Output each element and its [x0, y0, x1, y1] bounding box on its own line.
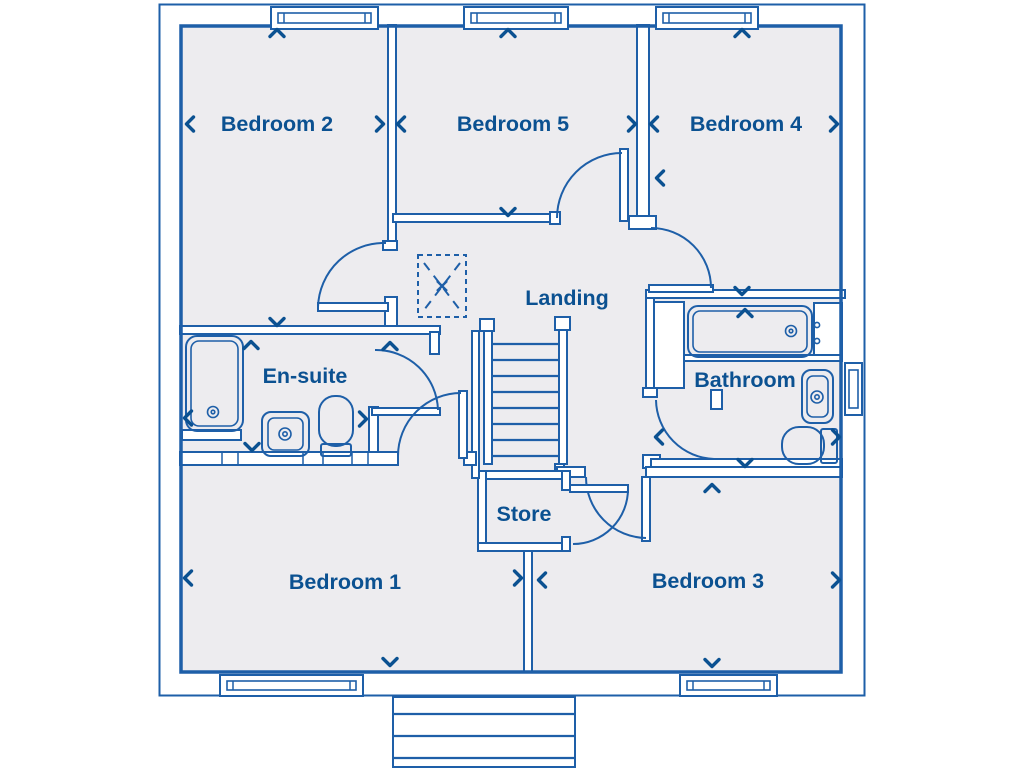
ensuite-sink-icon — [261, 411, 310, 457]
dimension-arrow-right — [830, 571, 842, 589]
room-labels: Bedroom 2 Bedroom 5 Bedroom 4 LandingEn-sui… — [221, 112, 802, 594]
door-bedroom-4 — [648, 227, 714, 293]
window — [655, 6, 759, 30]
floor-area — [181, 26, 841, 672]
porch-steps — [392, 696, 576, 768]
room-label-store: Store — [497, 502, 552, 526]
room-label-bedroom-5: Bedroom 5 — [457, 112, 569, 136]
dimension-arrow-left — [184, 115, 196, 133]
dimension-arrow-right — [374, 115, 386, 133]
dimension-arrow-right — [512, 569, 524, 587]
dimension-arrow-up — [736, 307, 754, 319]
dimension-arrow-down — [703, 657, 721, 669]
dimension-arrow-up — [499, 27, 517, 39]
dimension-arrow-left — [654, 169, 666, 187]
door-bathroom — [655, 399, 715, 460]
dimension-arrow-down — [736, 457, 754, 469]
room-label-bedroom-2: Bedroom 2 — [221, 112, 333, 136]
room-label-landing: Landing — [525, 286, 609, 310]
ensuite-toilet-icon — [318, 395, 354, 457]
site-boundary — [158, 3, 866, 697]
dimension-arrow-left — [182, 409, 194, 427]
dimension-arrow-left — [395, 115, 407, 133]
dimension-arrow-up — [268, 27, 286, 39]
bathtub-icon — [687, 305, 821, 358]
window — [270, 6, 379, 30]
room-label-bedroom-3: Bedroom 3 — [652, 569, 764, 593]
dimension-arrow-down — [499, 206, 517, 218]
dimension-arrow-down — [268, 316, 286, 328]
room-label-en-suite: En-suite — [263, 364, 348, 388]
dimension-arrow-left — [536, 571, 548, 589]
bathroom-sink-icon — [801, 369, 834, 424]
door-store — [569, 484, 629, 545]
door-bedroom-1 — [397, 390, 468, 459]
dimension-arrow-down — [733, 285, 751, 297]
dimension-arrow-right — [357, 410, 369, 428]
dimension-arrow-left — [648, 115, 660, 133]
dimension-chevrons — [182, 27, 842, 669]
window — [679, 674, 778, 697]
room-label-bedroom-4: Bedroom 4 — [690, 112, 802, 136]
room-label-bedroom-1: Bedroom 1 — [289, 570, 401, 594]
dimension-arrow-up — [242, 339, 260, 351]
dimension-arrow-left — [182, 569, 194, 587]
loft-hatch-icon — [417, 254, 467, 318]
bathroom-toilet-icon — [781, 426, 838, 465]
dimension-arrow-right — [828, 115, 840, 133]
dimension-arrow-down — [381, 656, 399, 668]
dimension-arrow-up — [381, 340, 399, 352]
window — [463, 6, 569, 30]
door-bedroom-5 — [556, 148, 629, 222]
door-bedroom-2 — [317, 241, 389, 312]
doors — [317, 148, 715, 545]
dimension-arrow-down — [243, 441, 261, 453]
room-label-bathroom: Bathroom — [694, 368, 796, 392]
shower-icon — [185, 335, 244, 432]
dimension-arrow-left — [653, 428, 665, 446]
dimension-arrow-up — [703, 482, 721, 494]
dimension-arrow-right — [830, 428, 842, 446]
dimension-arrow-right — [626, 115, 638, 133]
window — [219, 674, 364, 697]
dimension-arrow-up — [733, 27, 751, 39]
stairs-icon — [479, 316, 571, 465]
windows — [219, 6, 863, 697]
window — [844, 362, 863, 416]
